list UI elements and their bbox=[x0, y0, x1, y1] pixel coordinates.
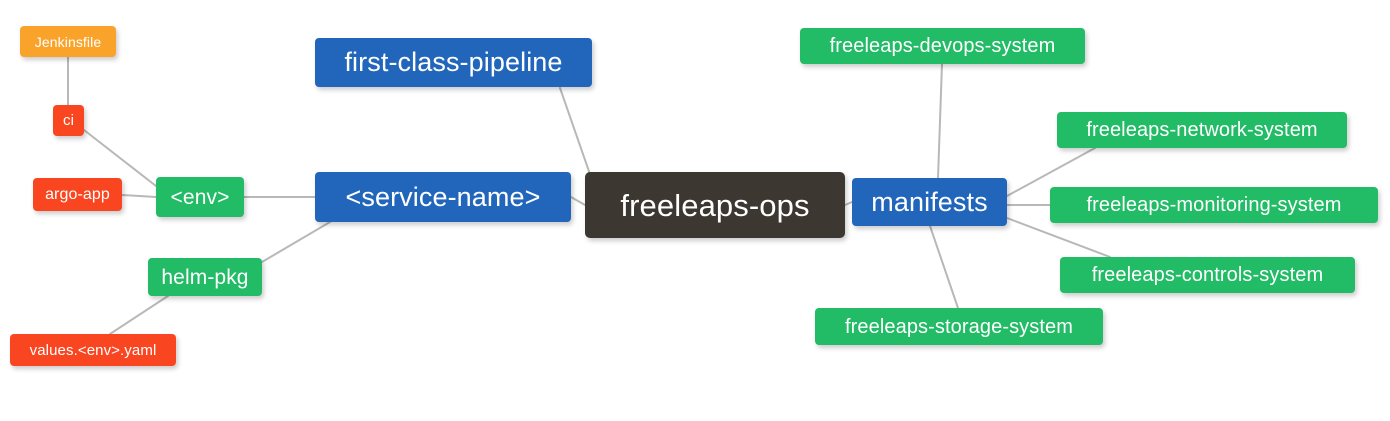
mindmap-node-controls[interactable]: freeleaps-controls-system bbox=[1060, 257, 1355, 293]
mindmap-node-manifests[interactable]: manifests bbox=[852, 178, 1007, 226]
mindmap-node-argoapp[interactable]: argo-app bbox=[33, 178, 122, 211]
mindmap-node-storage[interactable]: freeleaps-storage-system bbox=[815, 308, 1103, 345]
edge-env-to-argoapp bbox=[121, 194, 157, 198]
mindmap-node-ci[interactable]: ci bbox=[53, 105, 84, 136]
edge-manifests-to-storage bbox=[929, 225, 959, 309]
edge-manifests-to-devops bbox=[937, 63, 943, 179]
edge-root-to-pipeline bbox=[559, 87, 593, 181]
edge-manifests-to-controls bbox=[1006, 217, 1111, 258]
mindmap-node-devops[interactable]: freeleaps-devops-system bbox=[800, 28, 1085, 64]
edge-helm-to-valuesyaml bbox=[109, 295, 169, 335]
mindmap-node-monitoring[interactable]: freeleaps-monitoring-system bbox=[1050, 187, 1378, 223]
mindmap-node-helm[interactable]: helm-pkg bbox=[148, 258, 262, 296]
mindmap-node-network[interactable]: freeleaps-network-system bbox=[1057, 112, 1347, 148]
mindmap-node-pipeline[interactable]: first-class-pipeline bbox=[315, 38, 592, 87]
mindmap-node-jenkinsfile[interactable]: Jenkinsfile bbox=[20, 26, 116, 57]
edge-root-to-manifests bbox=[844, 201, 853, 206]
mindmap-node-service[interactable]: <service-name> bbox=[315, 172, 571, 222]
mindmap-node-env[interactable]: <env> bbox=[156, 177, 244, 217]
edge-service-to-helm bbox=[261, 221, 331, 263]
edge-root-to-service bbox=[570, 196, 586, 206]
mindmap-node-root[interactable]: freeleaps-ops bbox=[585, 172, 845, 238]
mindmap-node-valuesyaml[interactable]: values.<env>.yaml bbox=[10, 334, 176, 366]
